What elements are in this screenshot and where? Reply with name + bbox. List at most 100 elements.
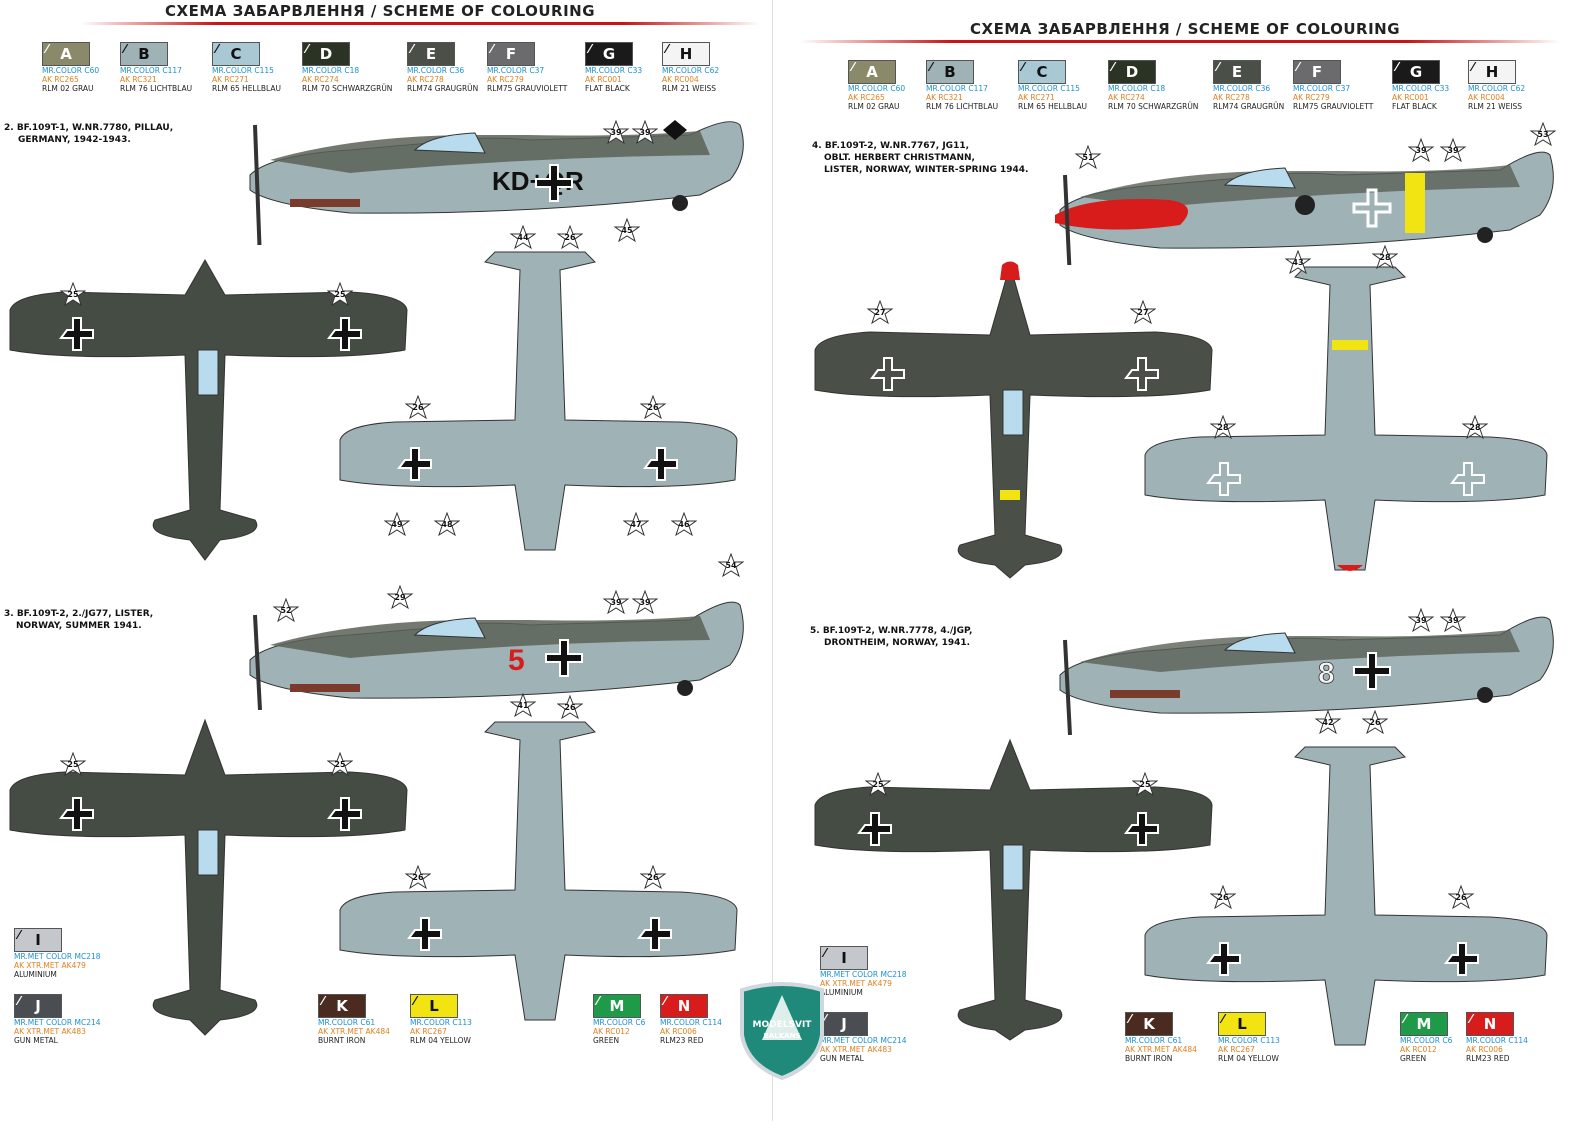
- scheme-5-label: 5. BF.109T-2, W.NR.7778, 4./JGP, DRONTHE…: [810, 625, 972, 649]
- swatch-mr: MR.COLOR C113: [410, 1018, 472, 1027]
- swatch-chip: ⁄H: [1468, 60, 1516, 84]
- swatch-ak: AK RC004: [662, 75, 699, 84]
- scheme-2-top-view: [9, 258, 408, 561]
- swatch-mr: MR.MET COLOR MC218: [14, 952, 101, 961]
- swatch-chip: ⁄N: [660, 994, 708, 1018]
- swatch-name: ALUMINIUM: [820, 988, 863, 997]
- star-number: 43: [1292, 258, 1304, 267]
- star-number: 26: [647, 873, 659, 882]
- star-number: 54: [725, 561, 737, 570]
- star-number: 25: [67, 290, 79, 299]
- brush-icon: ⁄: [18, 928, 21, 942]
- swatch-mr: MR.COLOR C61: [318, 1018, 376, 1027]
- swatch-name: RLM 21 WEISS: [1468, 102, 1523, 111]
- stencil-star-callout: 39: [632, 590, 658, 616]
- swatch-ak: AK RC321: [120, 75, 157, 84]
- star-number: 46: [678, 520, 690, 529]
- stencil-star-callout: 39: [1440, 138, 1466, 164]
- right-page: СХЕМА ЗАБАРВЛЕННЯ / SCHEME OF COLOURING …: [800, 0, 1570, 1121]
- scheme-5-side-view: 8: [1059, 616, 1554, 735]
- swatch-mr: MR.COLOR C36: [407, 66, 465, 75]
- brush-icon: ⁄: [1396, 60, 1399, 74]
- swatch-name: RLM 04 YELLOW: [410, 1036, 471, 1045]
- swatch-letter: I: [841, 948, 847, 967]
- page-title-left: СХЕМА ЗАБАРВЛЕННЯ / SCHEME OF COLOURING: [165, 2, 596, 20]
- swatch-mr: MR.MET COLOR MC218: [820, 970, 907, 979]
- brush-icon: ⁄: [664, 994, 667, 1008]
- star-number: 26: [647, 403, 659, 412]
- star-number: 26: [412, 873, 424, 882]
- brush-icon: ⁄: [1022, 60, 1025, 74]
- swatch-letter: H: [1485, 62, 1499, 81]
- swatch-letter: C: [230, 44, 242, 63]
- star-number: 52: [280, 606, 292, 615]
- scheme-5-line1: 5. BF.109T-2, W.NR.7778, 4./JGP,: [810, 626, 973, 636]
- swatch-ak: AK XTR.MET AK483: [820, 1045, 892, 1054]
- swatch-mr: MR.COLOR C114: [1466, 1036, 1528, 1045]
- swatch-mr: MR.COLOR C115: [1018, 84, 1080, 93]
- swatch-ak: AK RC006: [660, 1027, 697, 1036]
- swatch-mr: MR.COLOR C37: [487, 66, 545, 75]
- swatch-chip: ⁄A: [848, 60, 896, 84]
- stencil-star-callout: 49: [384, 512, 410, 538]
- swatch-name: RLM 70 SCHWARZGRÜN: [1108, 102, 1199, 111]
- stencil-star-callout: 51: [1075, 145, 1101, 171]
- star-number: 27: [874, 308, 886, 317]
- swatch-chip: ⁄L: [1218, 1012, 1266, 1036]
- swatch-chip: ⁄H: [662, 42, 710, 66]
- swatch-chip: ⁄D: [1108, 60, 1156, 84]
- brush-icon: ⁄: [491, 42, 494, 56]
- brush-icon: ⁄: [824, 946, 827, 960]
- stencil-star-callout: 25: [60, 752, 86, 778]
- brush-icon: ⁄: [1112, 60, 1115, 74]
- swatch-mr: MR.MET COLOR MC214: [14, 1018, 101, 1027]
- shield-icon: [740, 982, 824, 1081]
- brush-icon: ⁄: [18, 994, 21, 1008]
- star-number: 39: [610, 128, 622, 137]
- stencil-star-callout: 39: [1440, 608, 1466, 634]
- swatch-mr: MR.COLOR C117: [120, 66, 182, 75]
- star-number: 45: [621, 226, 633, 235]
- scheme-3-label: 3. BF.109T-2, 2./JG77, LISTER, NORWAY, S…: [4, 608, 153, 632]
- swatch-ak: AK RC321: [926, 93, 963, 102]
- swatch-chip: ⁄C: [1018, 60, 1066, 84]
- swatch-mr: MR.COLOR C60: [848, 84, 906, 93]
- swatch-mr: MR.COLOR C61: [1125, 1036, 1183, 1045]
- swatch-chip: ⁄J: [820, 1012, 868, 1036]
- scheme-2-line2: GERMANY, 1942-1943.: [18, 135, 131, 145]
- scheme-2-side-view: KD+QR: [249, 120, 744, 245]
- star-number: 28: [1469, 423, 1481, 432]
- scheme-4-label: 4. BF.109T-2, W.NR.7767, JG11, OBLT. HER…: [812, 140, 1028, 176]
- swatch-letter: L: [1237, 1014, 1247, 1033]
- star-number: 25: [872, 780, 884, 789]
- swatch-mr: MR.COLOR C62: [662, 66, 720, 75]
- swatch-mr: MR.COLOR C36: [1213, 84, 1271, 93]
- swatch-mr: MR.COLOR C33: [585, 66, 643, 75]
- swatch-letter: F: [1311, 62, 1323, 81]
- swatch-letter: K: [336, 996, 348, 1015]
- star-number: 28: [1379, 253, 1391, 262]
- swatch-name: GREEN: [593, 1036, 620, 1045]
- logo-name: MODELSVIT: [752, 1020, 812, 1030]
- swatch-letter: B: [944, 62, 956, 81]
- swatch-chip: ⁄F: [487, 42, 535, 66]
- swatch-name: ALUMINIUM: [14, 970, 57, 979]
- swatch-ak: AK RC001: [1392, 93, 1429, 102]
- star-number: 49: [391, 520, 403, 529]
- star-number: 39: [1447, 616, 1459, 625]
- stencil-star-callout: 52: [273, 598, 299, 624]
- swatch-mr: MR.COLOR C117: [926, 84, 988, 93]
- swatch-chip: ⁄E: [407, 42, 455, 66]
- star-number: 29: [394, 593, 406, 602]
- scheme-4-line3: LISTER, NORWAY, WINTER-SPRING 1944.: [824, 165, 1029, 175]
- swatch-name: BURNT IRON: [318, 1036, 366, 1045]
- swatch-chip: ⁄M: [593, 994, 641, 1018]
